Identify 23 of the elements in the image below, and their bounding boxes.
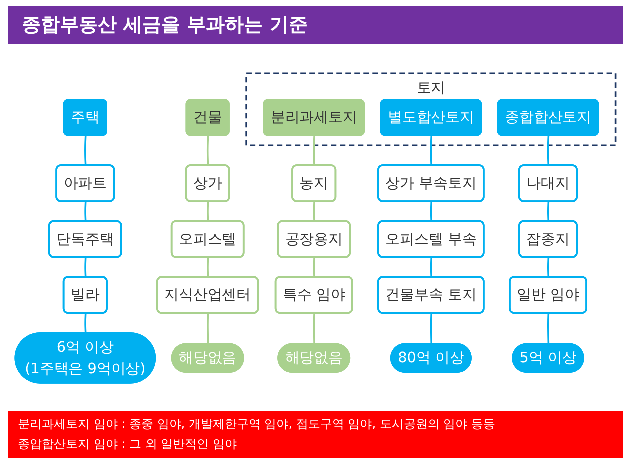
connector — [548, 202, 550, 222]
connector — [84, 258, 87, 278]
title-banner: 종합부동산 세금을 부과하는 기준 — [8, 6, 623, 44]
connector — [430, 202, 433, 222]
connector — [207, 258, 210, 278]
connector — [430, 136, 433, 166]
connector — [84, 314, 87, 334]
connector — [547, 136, 550, 166]
connector — [430, 258, 433, 278]
connector — [84, 202, 87, 222]
connector — [313, 136, 316, 166]
connector — [84, 136, 87, 166]
connector — [207, 202, 210, 222]
connector — [313, 202, 316, 222]
connector — [207, 314, 210, 344]
connector — [206, 136, 210, 166]
connector — [313, 314, 316, 344]
note-text: 종압합산토지 임야 : 그 외 일반적인 임야 — [18, 436, 238, 453]
connector — [548, 258, 550, 278]
connector — [548, 314, 550, 344]
note-text: 분리과세토지 임야 : 종중 임야, 개발제한구역 임야, 접도구역 임야, 도시공원의 임야 등등 — [18, 416, 496, 433]
connector — [430, 314, 433, 344]
connector — [313, 258, 316, 278]
